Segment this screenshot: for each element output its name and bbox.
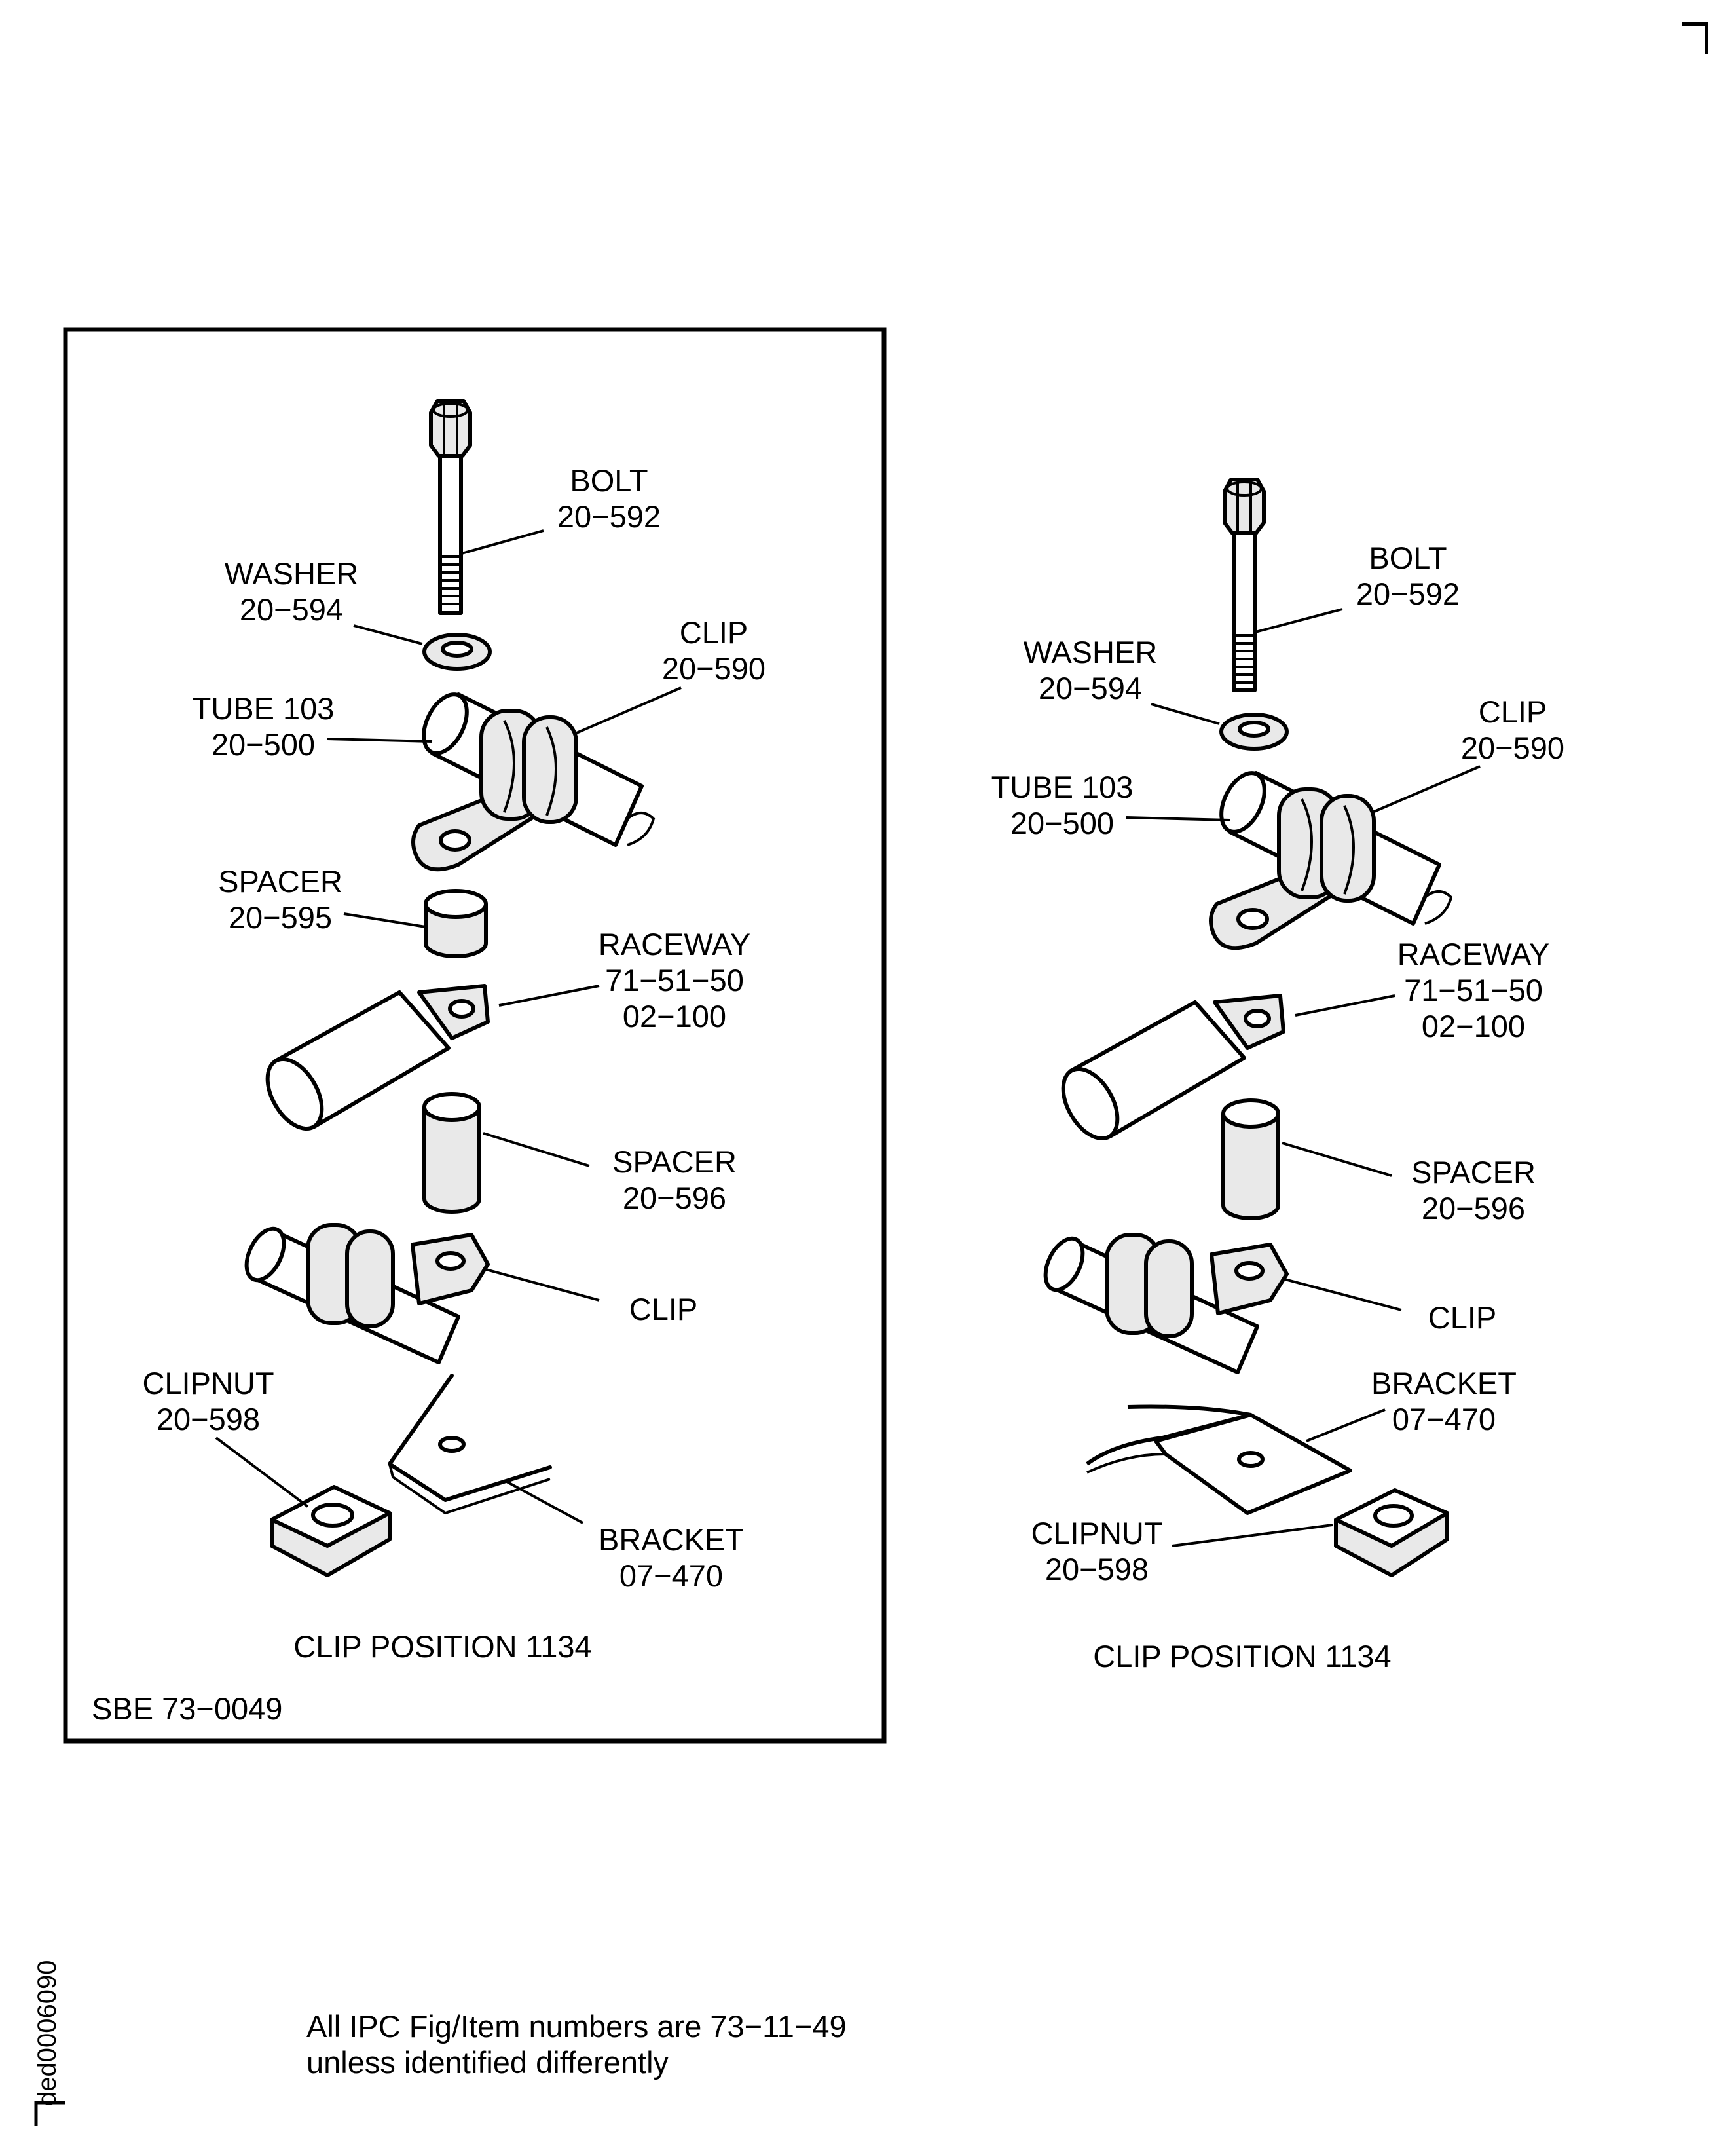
spacer-long-label: SPACER — [612, 1144, 737, 1179]
tube-part-number: 20−500 — [212, 727, 315, 762]
washer-leader-right — [1151, 703, 1220, 725]
clipnut-drawing — [270, 1485, 392, 1577]
spacer-long-leader — [483, 1132, 590, 1167]
bolt-label-right: BOLT — [1369, 540, 1447, 575]
raceway-part-number-2-right: 02−100 — [1422, 1009, 1525, 1043]
washer-part-number: 20−594 — [240, 592, 343, 627]
washer-label: WASHER — [225, 556, 359, 591]
spacer-long-leader-right — [1282, 1142, 1392, 1177]
clipnut-drawing-right — [1334, 1488, 1449, 1577]
clip-leader-right — [1372, 765, 1481, 814]
spacer-long-drawing-right — [1221, 1098, 1280, 1220]
clip-part-number: 20−590 — [662, 651, 766, 686]
corner-crop-mark — [1682, 22, 1708, 54]
raceway-label: RACEWAY — [599, 927, 750, 962]
washer-leader — [353, 624, 423, 645]
clip-label-right: CLIP — [1479, 694, 1547, 729]
bracket-drawing — [388, 1374, 552, 1515]
tube-leader — [327, 738, 433, 743]
right-caption: CLIP POSITION 1134 — [1093, 1639, 1391, 1674]
bolt-part-number-right: 20−592 — [1356, 576, 1460, 611]
clip-leader — [574, 686, 682, 735]
right-panel: BOLT 20−592 WASHER 20−594 CLIP 20−590 TU… — [991, 478, 1564, 1674]
spacer-short-label: SPACER — [218, 864, 342, 899]
clipnut-label-right: CLIPNUT — [1031, 1516, 1162, 1550]
clipnut-part-number: 20−598 — [157, 1402, 260, 1436]
washer-drawing-right — [1219, 713, 1289, 751]
tube-label-right: TUBE 103 — [991, 770, 1134, 804]
spacer-long-part-number-right: 20−596 — [1422, 1191, 1525, 1226]
raceway-drawing-right — [1061, 994, 1285, 1141]
lower-clip-leader — [485, 1268, 600, 1302]
spacer-short-drawing — [424, 889, 488, 958]
tube-part-number-right: 20−500 — [1010, 806, 1114, 840]
figure-id: ded0006090 — [33, 1960, 62, 2106]
ipc-note-line-1: All IPC Fig/Item numbers are 73−11−49 — [306, 2009, 847, 2044]
bracket-label: BRACKET — [599, 1522, 744, 1557]
spacer-short-leader — [343, 912, 426, 928]
bolt-label: BOLT — [570, 463, 648, 498]
figure-id-corner-mark — [34, 2101, 65, 2126]
bracket-label-right: BRACKET — [1371, 1366, 1517, 1400]
raceway-leader — [498, 985, 600, 1007]
raceway-drawing — [265, 984, 490, 1131]
raceway-part-number-1: 71−51−50 — [605, 963, 744, 998]
left-panel-frame — [63, 327, 887, 1744]
tube-label: TUBE 103 — [193, 691, 335, 726]
bracket-leader-right — [1306, 1408, 1386, 1442]
bracket-drawing-right — [1086, 1404, 1352, 1515]
clip-label: CLIP — [680, 615, 748, 650]
bracket-part-number: 07−470 — [619, 1558, 723, 1593]
bolt-leader — [461, 529, 544, 555]
left-panel: BOLT 20−592 WASHER 20−594 CLIP 20−590 TU… — [63, 327, 887, 1744]
ipc-note-line-2: unless identified differently — [306, 2045, 669, 2080]
raceway-part-number-1-right: 71−51−50 — [1404, 973, 1543, 1007]
washer-label-right: WASHER — [1024, 635, 1158, 669]
washer-part-number-right: 20−594 — [1039, 671, 1142, 705]
clipnut-part-number-right: 20−598 — [1045, 1552, 1149, 1586]
raceway-leader-right — [1295, 994, 1395, 1017]
raceway-label-right: RACEWAY — [1397, 937, 1549, 971]
tube-clip-drawing — [411, 692, 656, 872]
bolt-part-number: 20−592 — [557, 499, 661, 534]
lower-clip-label-right: CLIP — [1428, 1300, 1497, 1335]
clip-part-number-right: 20−590 — [1461, 730, 1564, 765]
clipnut-leader-right — [1172, 1524, 1333, 1547]
bracket-leader — [504, 1479, 583, 1524]
bolt-drawing — [429, 399, 472, 615]
lower-clip-drawing-right — [1043, 1233, 1289, 1374]
tube-leader-right — [1126, 816, 1230, 821]
clipnut-label: CLIPNUT — [142, 1366, 274, 1400]
tube-clip-drawing-right — [1209, 771, 1453, 950]
spacer-short-part-number: 20−595 — [229, 900, 332, 935]
bolt-drawing-right — [1223, 478, 1266, 692]
bolt-leader-right — [1255, 608, 1343, 633]
clipnut-leader — [215, 1436, 309, 1508]
washer-drawing — [422, 633, 492, 671]
lower-clip-leader-right — [1284, 1278, 1402, 1311]
raceway-part-number-2: 02−100 — [623, 999, 726, 1034]
lower-clip-drawing — [244, 1223, 490, 1364]
spacer-long-part-number: 20−596 — [623, 1180, 726, 1215]
bracket-part-number-right: 07−470 — [1392, 1402, 1496, 1436]
spacer-long-drawing — [422, 1092, 481, 1214]
left-caption: CLIP POSITION 1134 — [293, 1629, 591, 1664]
spacer-long-label-right: SPACER — [1411, 1155, 1536, 1190]
sbe-reference: SBE 73−0049 — [92, 1691, 282, 1726]
lower-clip-label: CLIP — [629, 1292, 698, 1326]
